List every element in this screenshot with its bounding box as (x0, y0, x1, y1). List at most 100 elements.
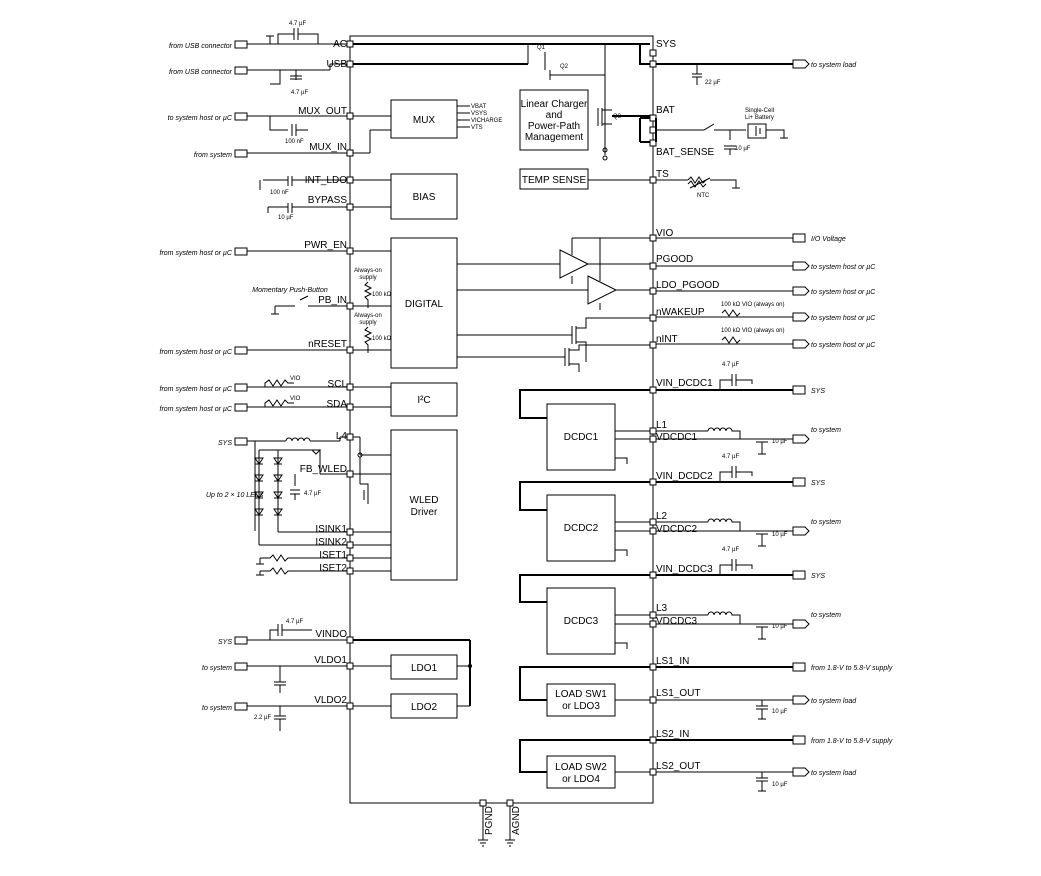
svg-text:DCDC1: DCDC1 (564, 432, 599, 443)
svg-text:I²C: I²C (417, 395, 430, 406)
svg-text:TEMP SENSE: TEMP SENSE (522, 175, 587, 186)
mux-out-connector-icon (234, 112, 248, 121)
vdcdc1-connector-icon (792, 434, 810, 444)
sda-connector-icon (234, 403, 248, 412)
pin-vin-dcdc2: VIN_DCDC2 (656, 471, 713, 482)
pin-mux-in: MUX_IN (309, 142, 347, 153)
right-pin-labels: SYS BAT BAT_SENSE TS VIO PGOOD LDO_PGOOD… (656, 39, 719, 772)
nreset-connector-icon (234, 346, 248, 355)
svg-text:100 kΩ VIO (always on): 100 kΩ VIO (always on) (721, 328, 785, 334)
svg-text:to system host or µC: to system host or µC (168, 115, 233, 122)
svg-text:100 nF: 100 nF (270, 190, 289, 196)
svg-text:from system: from system (194, 152, 232, 159)
svg-text:4.7 µF: 4.7 µF (722, 454, 739, 460)
scl-connector-icon (234, 383, 248, 392)
ls2-out-connector-icon (792, 767, 810, 777)
pin-bat: BAT (656, 105, 675, 116)
svg-text:10 µF: 10 µF (772, 532, 788, 538)
ldo-pgood-connector-icon (792, 286, 810, 296)
i2c-block: I²C (353, 382, 458, 417)
svg-text:from 1.8-V to 5.8-V supply: from 1.8-V to 5.8-V supply (811, 738, 893, 745)
pin-sda: SDA (326, 399, 347, 410)
pin-fb-wled: FB_WLED (300, 464, 347, 475)
svg-text:I/O Voltage: I/O Voltage (811, 236, 846, 243)
svg-text:VIO: VIO (290, 396, 301, 402)
svg-text:DCDC2: DCDC2 (564, 523, 599, 534)
sys-l4-connector-icon (234, 437, 248, 446)
svg-text:100 kΩ: 100 kΩ (372, 292, 392, 298)
pin-ls1-in: LS1_IN (656, 656, 689, 667)
charger-block: Linear Charger and Power-Path Management (519, 89, 589, 151)
svg-text:from USB connector: from USB connector (169, 43, 233, 50)
pin-agnd: AGND (511, 806, 522, 835)
wled-driver-block: WLED Driver (353, 429, 458, 581)
ls1-in-connector-icon (792, 662, 806, 672)
svg-text:Q1: Q1 (537, 45, 546, 51)
pin-bat-sense: BAT_SENSE (656, 147, 714, 158)
svg-text:to system load: to system load (811, 698, 857, 705)
pin-vio: VIO (656, 228, 673, 239)
vldo1-connector-icon (234, 662, 248, 671)
svg-text:4.7 µF: 4.7 µF (722, 547, 739, 553)
vin-dcdc1-connector-icon (792, 385, 806, 395)
svg-text:to system host or µC: to system host or µC (811, 342, 876, 349)
svg-text:to system host or µC: to system host or µC (811, 264, 876, 271)
load-sw1-block: LOAD SW1 or LDO3 (519, 666, 650, 717)
svg-text:4.7 µF: 4.7 µF (291, 90, 308, 96)
svg-text:to system: to system (202, 705, 232, 712)
pin-vldo2: VLDO2 (314, 695, 347, 706)
load-sw2-block: LOAD SW2 or LDO4 (519, 739, 650, 789)
svg-text:Management: Management (525, 132, 584, 143)
svg-text:LDO2: LDO2 (411, 702, 438, 713)
svg-text:from system host or µC: from system host or µC (160, 386, 233, 393)
left-external-circuits: from USB connector from USB connector 4.… (160, 21, 392, 731)
svg-text:22 µF: 22 µF (705, 80, 721, 86)
ls1-out-connector-icon (792, 695, 810, 705)
led-string-icons (254, 449, 347, 546)
svg-text:2.2 µF: 2.2 µF (254, 715, 271, 721)
pin-ls2-out: LS2_OUT (656, 761, 700, 772)
pin-bypass: BYPASS (308, 195, 348, 206)
sys-out-connector-icon (792, 59, 810, 69)
pin-vin-dcdc1: VIN_DCDC1 (656, 378, 713, 389)
pin-l2: L2 (656, 511, 668, 522)
svg-text:MUX: MUX (413, 115, 436, 126)
svg-text:to system host or µC: to system host or µC (811, 289, 876, 296)
pin-vdcdc2: VDCDC2 (656, 524, 698, 535)
svg-text:4.7 µF: 4.7 µF (289, 21, 306, 27)
pin-ls2-in: LS2_IN (656, 729, 689, 740)
usb-connector-icon (234, 66, 248, 75)
pin-sys: SYS (656, 39, 676, 50)
mux-in-connector-icon (234, 149, 248, 158)
svg-text:Momentary Push-Button: Momentary Push-Button (252, 287, 328, 294)
power-path-fets: Q1 Q2 Q3 (353, 43, 650, 161)
svg-text:from USB connector: from USB connector (169, 69, 233, 76)
vdcdc2-connector-icon (792, 526, 810, 536)
svg-text:Up to 2 × 10 LEDs: Up to 2 × 10 LEDs (206, 492, 264, 499)
digital-block: DIGITAL (353, 237, 588, 369)
svg-text:SYS: SYS (811, 480, 825, 487)
pin-iset1: ISET1 (319, 550, 347, 561)
dcdc2-block: DCDC2 (519, 481, 650, 562)
pin-vdcdc1: VDCDC1 (656, 432, 698, 443)
dcdc1-block: DCDC1 (519, 389, 650, 471)
pin-vldo1: VLDO1 (314, 655, 347, 666)
svg-text:SYS: SYS (811, 388, 825, 395)
pin-ts: TS (656, 169, 669, 180)
svg-text:to system: to system (811, 427, 841, 434)
svg-text:from system host or µC: from system host or µC (160, 406, 233, 413)
svg-text:DCDC3: DCDC3 (564, 616, 599, 627)
pin-nwakeup: nWAKEUP (656, 307, 705, 318)
pin-l3: L3 (656, 603, 668, 614)
ls2-in-connector-icon (792, 735, 806, 745)
svg-text:Single-Cell: Single-Cell (745, 108, 774, 114)
svg-text:Q3: Q3 (613, 114, 622, 120)
pin-isink2: ISINK2 (315, 537, 347, 548)
vdcdc3-connector-icon (792, 619, 810, 629)
svg-text:VSYS: VSYS (471, 111, 487, 117)
svg-text:LOAD SW1: LOAD SW1 (555, 689, 607, 700)
bottom-pins: PGND AGND (478, 799, 522, 847)
svg-text:10 µF: 10 µF (772, 782, 788, 788)
pwr-en-connector-icon (234, 247, 248, 256)
temp-sense-block: TEMP SENSE (519, 168, 650, 190)
